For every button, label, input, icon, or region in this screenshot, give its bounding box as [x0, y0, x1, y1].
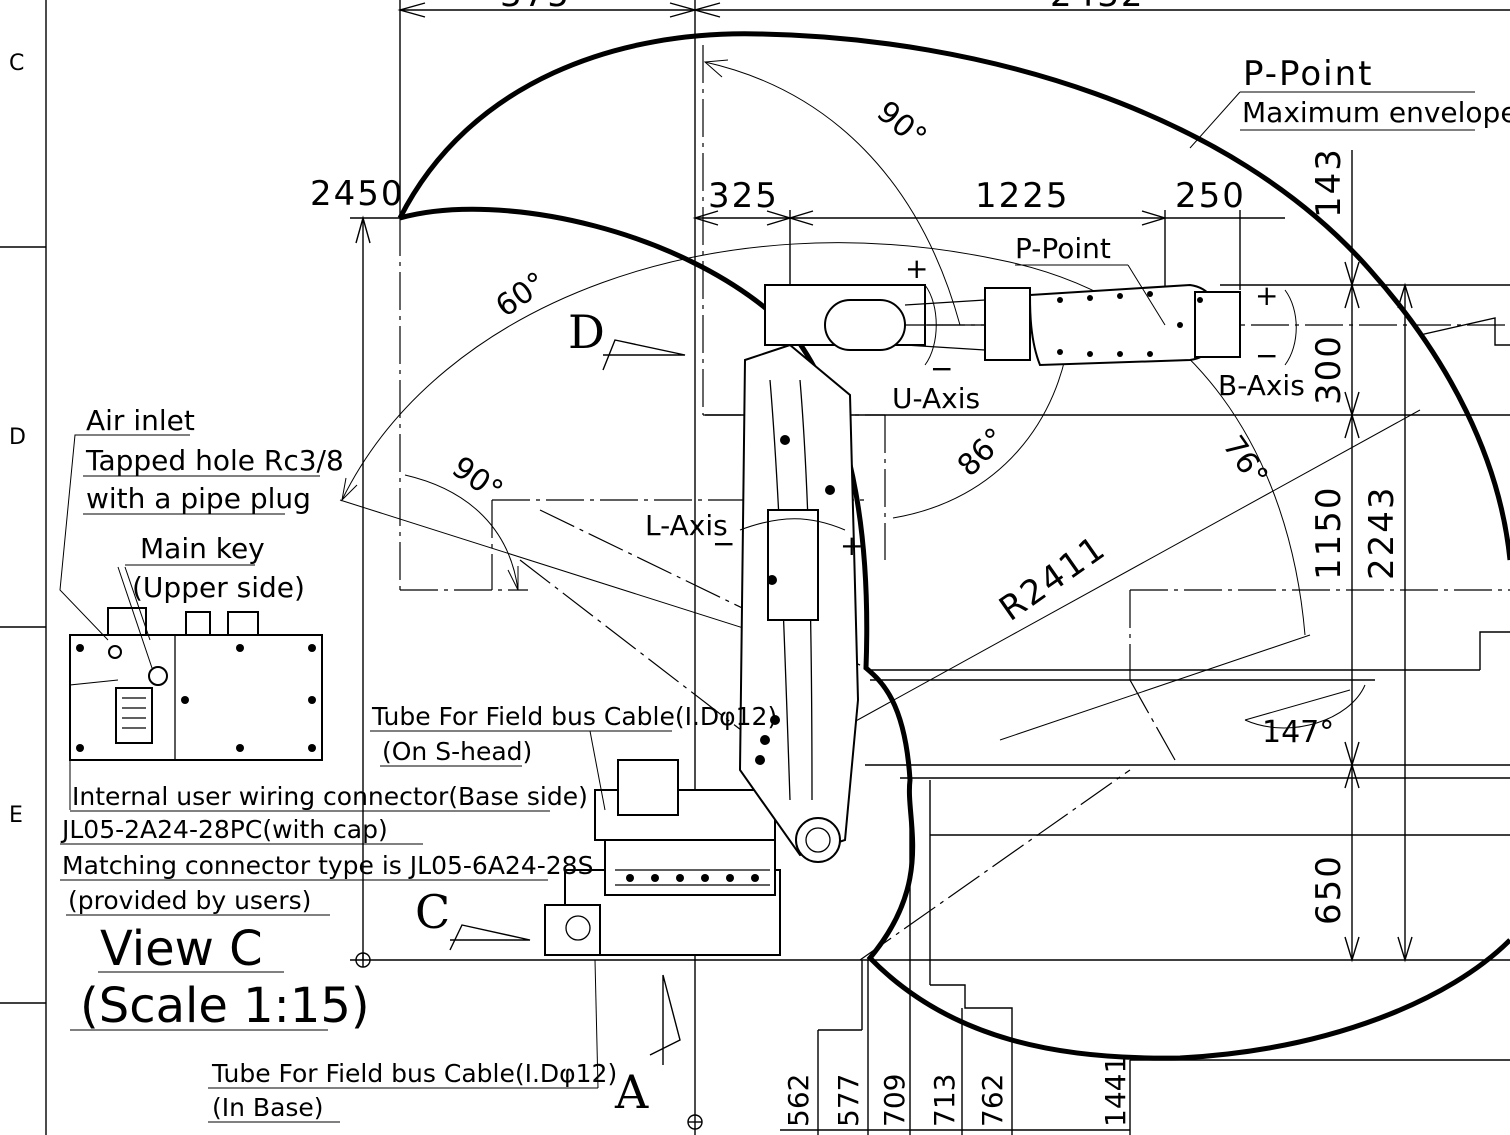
- p-point-top-label: P-Point: [1243, 54, 1373, 94]
- view-c-bolts: [76, 644, 316, 752]
- dim-577: 577: [832, 1074, 865, 1127]
- dim-300: 300: [1309, 334, 1349, 405]
- top-dimensions: 375 2432: [397, 0, 1510, 1135]
- matching-connector-label: Matching connector type is JL05-6A24-28S: [62, 851, 593, 880]
- tube-shead-label: Tube For Field bus Cable(I.Dφ12): [371, 702, 777, 731]
- dim-250: 250: [1175, 176, 1246, 216]
- b-axis-plus: +: [1255, 279, 1278, 312]
- dim-1441: 1441: [1099, 1056, 1132, 1127]
- main-key-label: Main key: [140, 532, 265, 565]
- radius-r2411: R2411: [992, 528, 1113, 630]
- internal-connector: [115, 687, 153, 744]
- dim-713: 713: [928, 1074, 961, 1127]
- tube-base-label: Tube For Field bus Cable(I.Dφ12): [211, 1059, 617, 1088]
- angle-76: 76°: [1215, 430, 1274, 494]
- l-axis-joint: [795, 817, 841, 863]
- grid-letter-e: E: [9, 803, 23, 828]
- u-axis-label: U-Axis: [892, 382, 980, 415]
- b-axis-minus: −: [1255, 339, 1278, 372]
- l-axis-minus: −: [712, 527, 735, 560]
- dim-top-left: 375: [500, 0, 571, 15]
- base-bolts: [626, 874, 759, 882]
- view-c-scale: (Scale 1:15): [80, 978, 370, 1034]
- base-connector: [544, 904, 601, 956]
- on-shead-label: (On S-head): [382, 737, 532, 766]
- air-inlet: [108, 645, 122, 659]
- dim-650: 650: [1309, 854, 1349, 925]
- dim-1225: 1225: [975, 176, 1070, 216]
- section-a-label: A: [614, 1065, 649, 1119]
- bottom-dims: 562 577 709 713 762 1441: [687, 780, 1510, 1135]
- dim-1150: 1150: [1309, 485, 1349, 580]
- robot-arm: [544, 283, 1241, 956]
- angle-60: 60°: [490, 265, 554, 324]
- l-axis-plus: +: [840, 529, 863, 562]
- view-c-base-outline: [69, 634, 323, 761]
- u-axis-minus: −: [930, 352, 953, 385]
- dim-562: 562: [782, 1074, 815, 1127]
- jl05-connector-label: JL05-2A24-28PC(with cap): [60, 815, 388, 844]
- grid-letter-d: D: [9, 425, 26, 450]
- in-base-label: (In Base): [212, 1093, 324, 1122]
- wrist: [1194, 291, 1241, 358]
- maximum-envelope-label: Maximum envelope: [1242, 96, 1510, 129]
- dim-2243: 2243: [1362, 485, 1402, 580]
- view-c-annotations: Air inlet Tapped hole Rc3/8 with a pipe …: [60, 404, 777, 1123]
- u-axis-plus: +: [905, 252, 928, 285]
- view-c-title: View C: [100, 921, 263, 977]
- right-vertical-dims: 143 300 1150 2243 650: [705, 147, 1510, 963]
- dim-709: 709: [878, 1074, 911, 1127]
- tapped-hole-label: Tapped hole Rc3/8: [85, 444, 344, 477]
- angle-147: 147°: [1262, 715, 1334, 750]
- p-point-mid-label: P-Point: [1015, 232, 1111, 265]
- section-c-label: C: [415, 885, 450, 939]
- view-c-inset: [59, 434, 323, 810]
- b-axis-label: B-Axis: [1218, 369, 1305, 402]
- dim-143: 143: [1309, 147, 1349, 218]
- axis-labels: U-Axis B-Axis L-Axis P-Point P-Point Max…: [645, 54, 1510, 629]
- grid-letter-c: C: [9, 51, 24, 76]
- upper-horizontal-dims: 325 1225 250: [692, 176, 1285, 330]
- dim-top-right: 2432: [1050, 0, 1145, 15]
- upper-arm-flange: [984, 287, 1031, 361]
- provided-by-users-label: (provided by users): [68, 886, 311, 915]
- internal-wiring-label: Internal user wiring connector(Base side…: [72, 782, 588, 811]
- dim-325: 325: [708, 176, 779, 216]
- angle-86: 86°: [951, 421, 1013, 483]
- s-head: [604, 839, 776, 896]
- dim-762: 762: [976, 1074, 1009, 1127]
- pipe-plug-label: with a pipe plug: [86, 482, 311, 515]
- forearm-bolts: [1057, 291, 1203, 357]
- air-inlet-label: Air inlet: [86, 404, 195, 437]
- grid-border: C D E: [0, 0, 47, 1135]
- angle-90-top: 90°: [870, 94, 933, 155]
- section-markers: D C A: [415, 305, 1510, 1119]
- arm-bolts: [755, 435, 835, 765]
- l-axis-label: L-Axis: [645, 509, 728, 542]
- axis-markers: + − + − − +: [712, 252, 1297, 562]
- dim-2450-label: 2450: [310, 174, 405, 214]
- upper-side-label: (Upper side): [132, 571, 305, 604]
- main-key: [148, 666, 168, 686]
- section-d-label: D: [568, 305, 605, 359]
